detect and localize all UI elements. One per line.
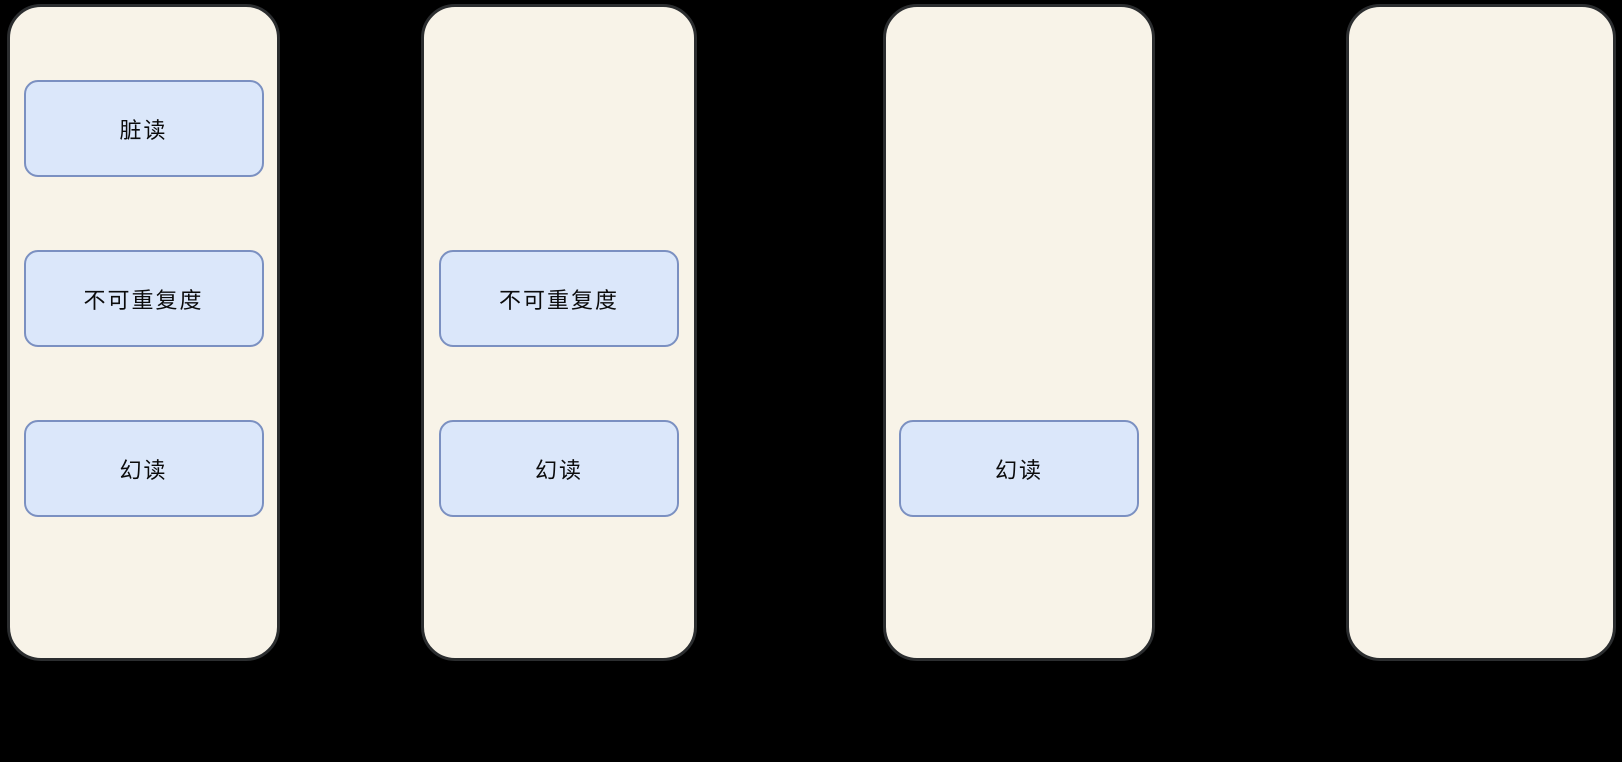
anomaly-label-phantom-read: 幻读 bbox=[119, 457, 168, 483]
isolation-column-1: 脏读 不可重复度 幻读 bbox=[7, 4, 280, 661]
anomaly-box-non-repeatable-read: 不可重复度 bbox=[23, 250, 264, 347]
anomaly-label-dirty-read: 脏读 bbox=[119, 117, 168, 143]
anomaly-box-phantom-read: 幻读 bbox=[899, 420, 1139, 517]
isolation-column-4 bbox=[1346, 4, 1616, 661]
anomaly-label-phantom-read: 幻读 bbox=[994, 457, 1043, 483]
isolation-column-2: 不可重复度 幻读 bbox=[421, 4, 697, 661]
anomaly-box-phantom-read: 幻读 bbox=[439, 420, 679, 517]
anomaly-label-phantom-read: 幻读 bbox=[534, 457, 583, 483]
anomaly-box-phantom-read: 幻读 bbox=[23, 420, 264, 517]
anomaly-label-non-repeatable-read: 不可重复度 bbox=[498, 287, 619, 313]
anomaly-box-non-repeatable-read: 不可重复度 bbox=[439, 250, 679, 347]
anomaly-label-non-repeatable-read: 不可重复度 bbox=[83, 287, 204, 313]
isolation-column-3: 幻读 bbox=[883, 4, 1155, 661]
anomaly-box-dirty-read: 脏读 bbox=[23, 80, 264, 177]
